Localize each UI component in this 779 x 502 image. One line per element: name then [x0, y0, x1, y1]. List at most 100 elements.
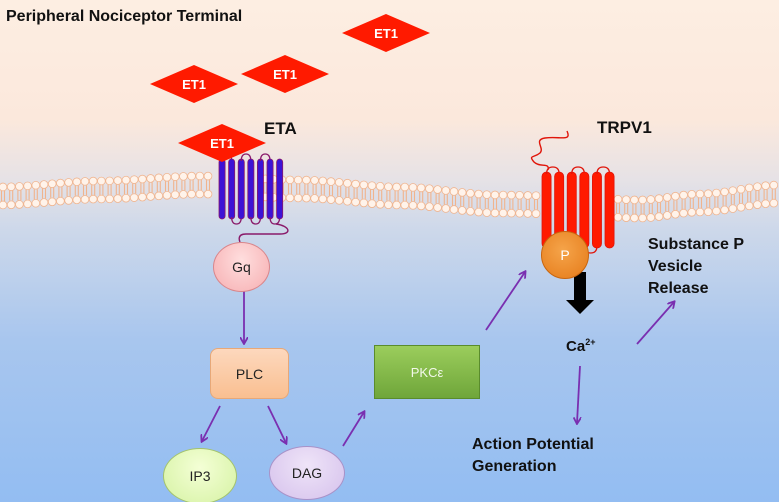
lipid-head — [769, 198, 779, 208]
lipid-head — [326, 177, 336, 186]
lipid-head — [474, 207, 483, 217]
transmembrane-helix — [237, 158, 245, 220]
lipid-head — [433, 203, 442, 212]
helix-loop — [240, 153, 252, 162]
lipid-head — [687, 190, 697, 199]
lipid-tail — [328, 185, 334, 196]
lipid-tail — [714, 196, 719, 207]
lipid-head — [646, 213, 656, 222]
p-label: P — [560, 247, 570, 263]
lipid-tail — [533, 199, 539, 210]
transmembrane-helix — [276, 158, 284, 220]
lipid-tail — [91, 185, 96, 196]
lipid-head — [507, 190, 516, 200]
lipid-head — [482, 190, 492, 199]
lipid-tail — [33, 189, 38, 200]
lipid-head — [441, 204, 451, 213]
lipid-head — [531, 209, 541, 218]
lipid-head — [80, 195, 90, 204]
eta-label: ETA — [264, 119, 297, 138]
lipid-head — [703, 189, 713, 199]
lipid-head — [97, 194, 106, 204]
lipid-head — [679, 190, 688, 200]
trpv1-receptor — [541, 166, 615, 254]
lipid-head — [121, 175, 131, 185]
substance-p-release-label: Substance P Vesicle Release — [648, 234, 744, 300]
lipid-head — [138, 174, 147, 184]
lipid-head — [671, 191, 680, 201]
lipid-head — [531, 191, 541, 200]
lipid-head — [203, 171, 213, 181]
lipid-head — [187, 171, 196, 181]
lipid-tail — [681, 199, 686, 210]
lipid-head — [23, 181, 32, 191]
lipid-head — [720, 187, 729, 197]
lipid-tail — [25, 189, 30, 200]
calcium-ion-label: Ca2+ — [566, 337, 595, 355]
lipid-head — [449, 205, 459, 214]
lipid-head — [56, 196, 65, 206]
lipid-tail — [345, 187, 350, 198]
lipid-head — [334, 178, 344, 187]
lipid-tail — [287, 183, 293, 194]
lipid-head — [695, 189, 705, 199]
lipid-head — [507, 208, 516, 218]
lipid-head — [31, 198, 41, 208]
lipid-head — [64, 178, 73, 187]
lipid-tail — [140, 183, 145, 194]
lipid-head — [769, 180, 779, 190]
lipid-head — [416, 201, 426, 211]
lipid-head — [138, 192, 147, 202]
lipid-head — [318, 194, 328, 204]
lipid-head — [416, 183, 426, 193]
lipid-head — [712, 206, 721, 216]
lipid-head — [64, 196, 73, 205]
lipid-head — [72, 195, 82, 205]
lipid-tail — [451, 195, 457, 206]
lipid-head — [170, 172, 180, 182]
calcium-influx-arrow — [566, 272, 594, 314]
lipid-head — [334, 196, 344, 205]
lipid-head — [6, 182, 16, 192]
lipid-tail — [123, 184, 129, 195]
lipid-head — [326, 195, 336, 204]
lipid-head — [154, 191, 164, 201]
lipid-head — [457, 206, 467, 215]
lipid-tail — [476, 198, 481, 209]
lipid-head — [408, 183, 418, 192]
outcome-line: Vesicle — [648, 258, 703, 275]
ip3-label: IP3 — [189, 468, 211, 484]
eta-c-terminal-tail — [238, 223, 289, 243]
lipid-head — [621, 195, 631, 204]
lipid-tail — [148, 182, 153, 193]
lipid-tail — [41, 188, 47, 199]
ion-base: Ca — [566, 338, 586, 355]
lipid-tail — [738, 193, 744, 204]
lipid-head — [351, 179, 360, 189]
diagram-title: Peripheral Nociceptor Terminal — [6, 8, 243, 25]
lipid-head — [88, 194, 98, 204]
ip3-node: IP3 — [163, 448, 237, 502]
lipid-head — [498, 190, 508, 200]
lipid-tail — [181, 180, 186, 191]
lipid-tail — [419, 191, 424, 202]
lipid-tail — [9, 190, 14, 201]
lipid-tail — [296, 183, 301, 194]
dag-label: DAG — [291, 465, 323, 481]
lipid-head — [318, 176, 328, 186]
lipid-tail — [771, 189, 776, 200]
lipid-tail — [689, 198, 694, 209]
lipid-head — [425, 202, 434, 211]
lipid-head — [392, 200, 401, 210]
lipid-tail — [361, 188, 366, 199]
lipid-tail — [501, 199, 506, 210]
lipid-head — [515, 208, 524, 218]
et1-label: ET1 — [374, 25, 398, 41]
lipid-head — [285, 193, 295, 203]
lipid-head — [154, 173, 164, 183]
lipid-head — [39, 198, 49, 207]
lipid-head — [482, 208, 492, 217]
pkc-epsilon-node: PKCε — [374, 345, 480, 399]
lipid-head — [753, 182, 762, 191]
